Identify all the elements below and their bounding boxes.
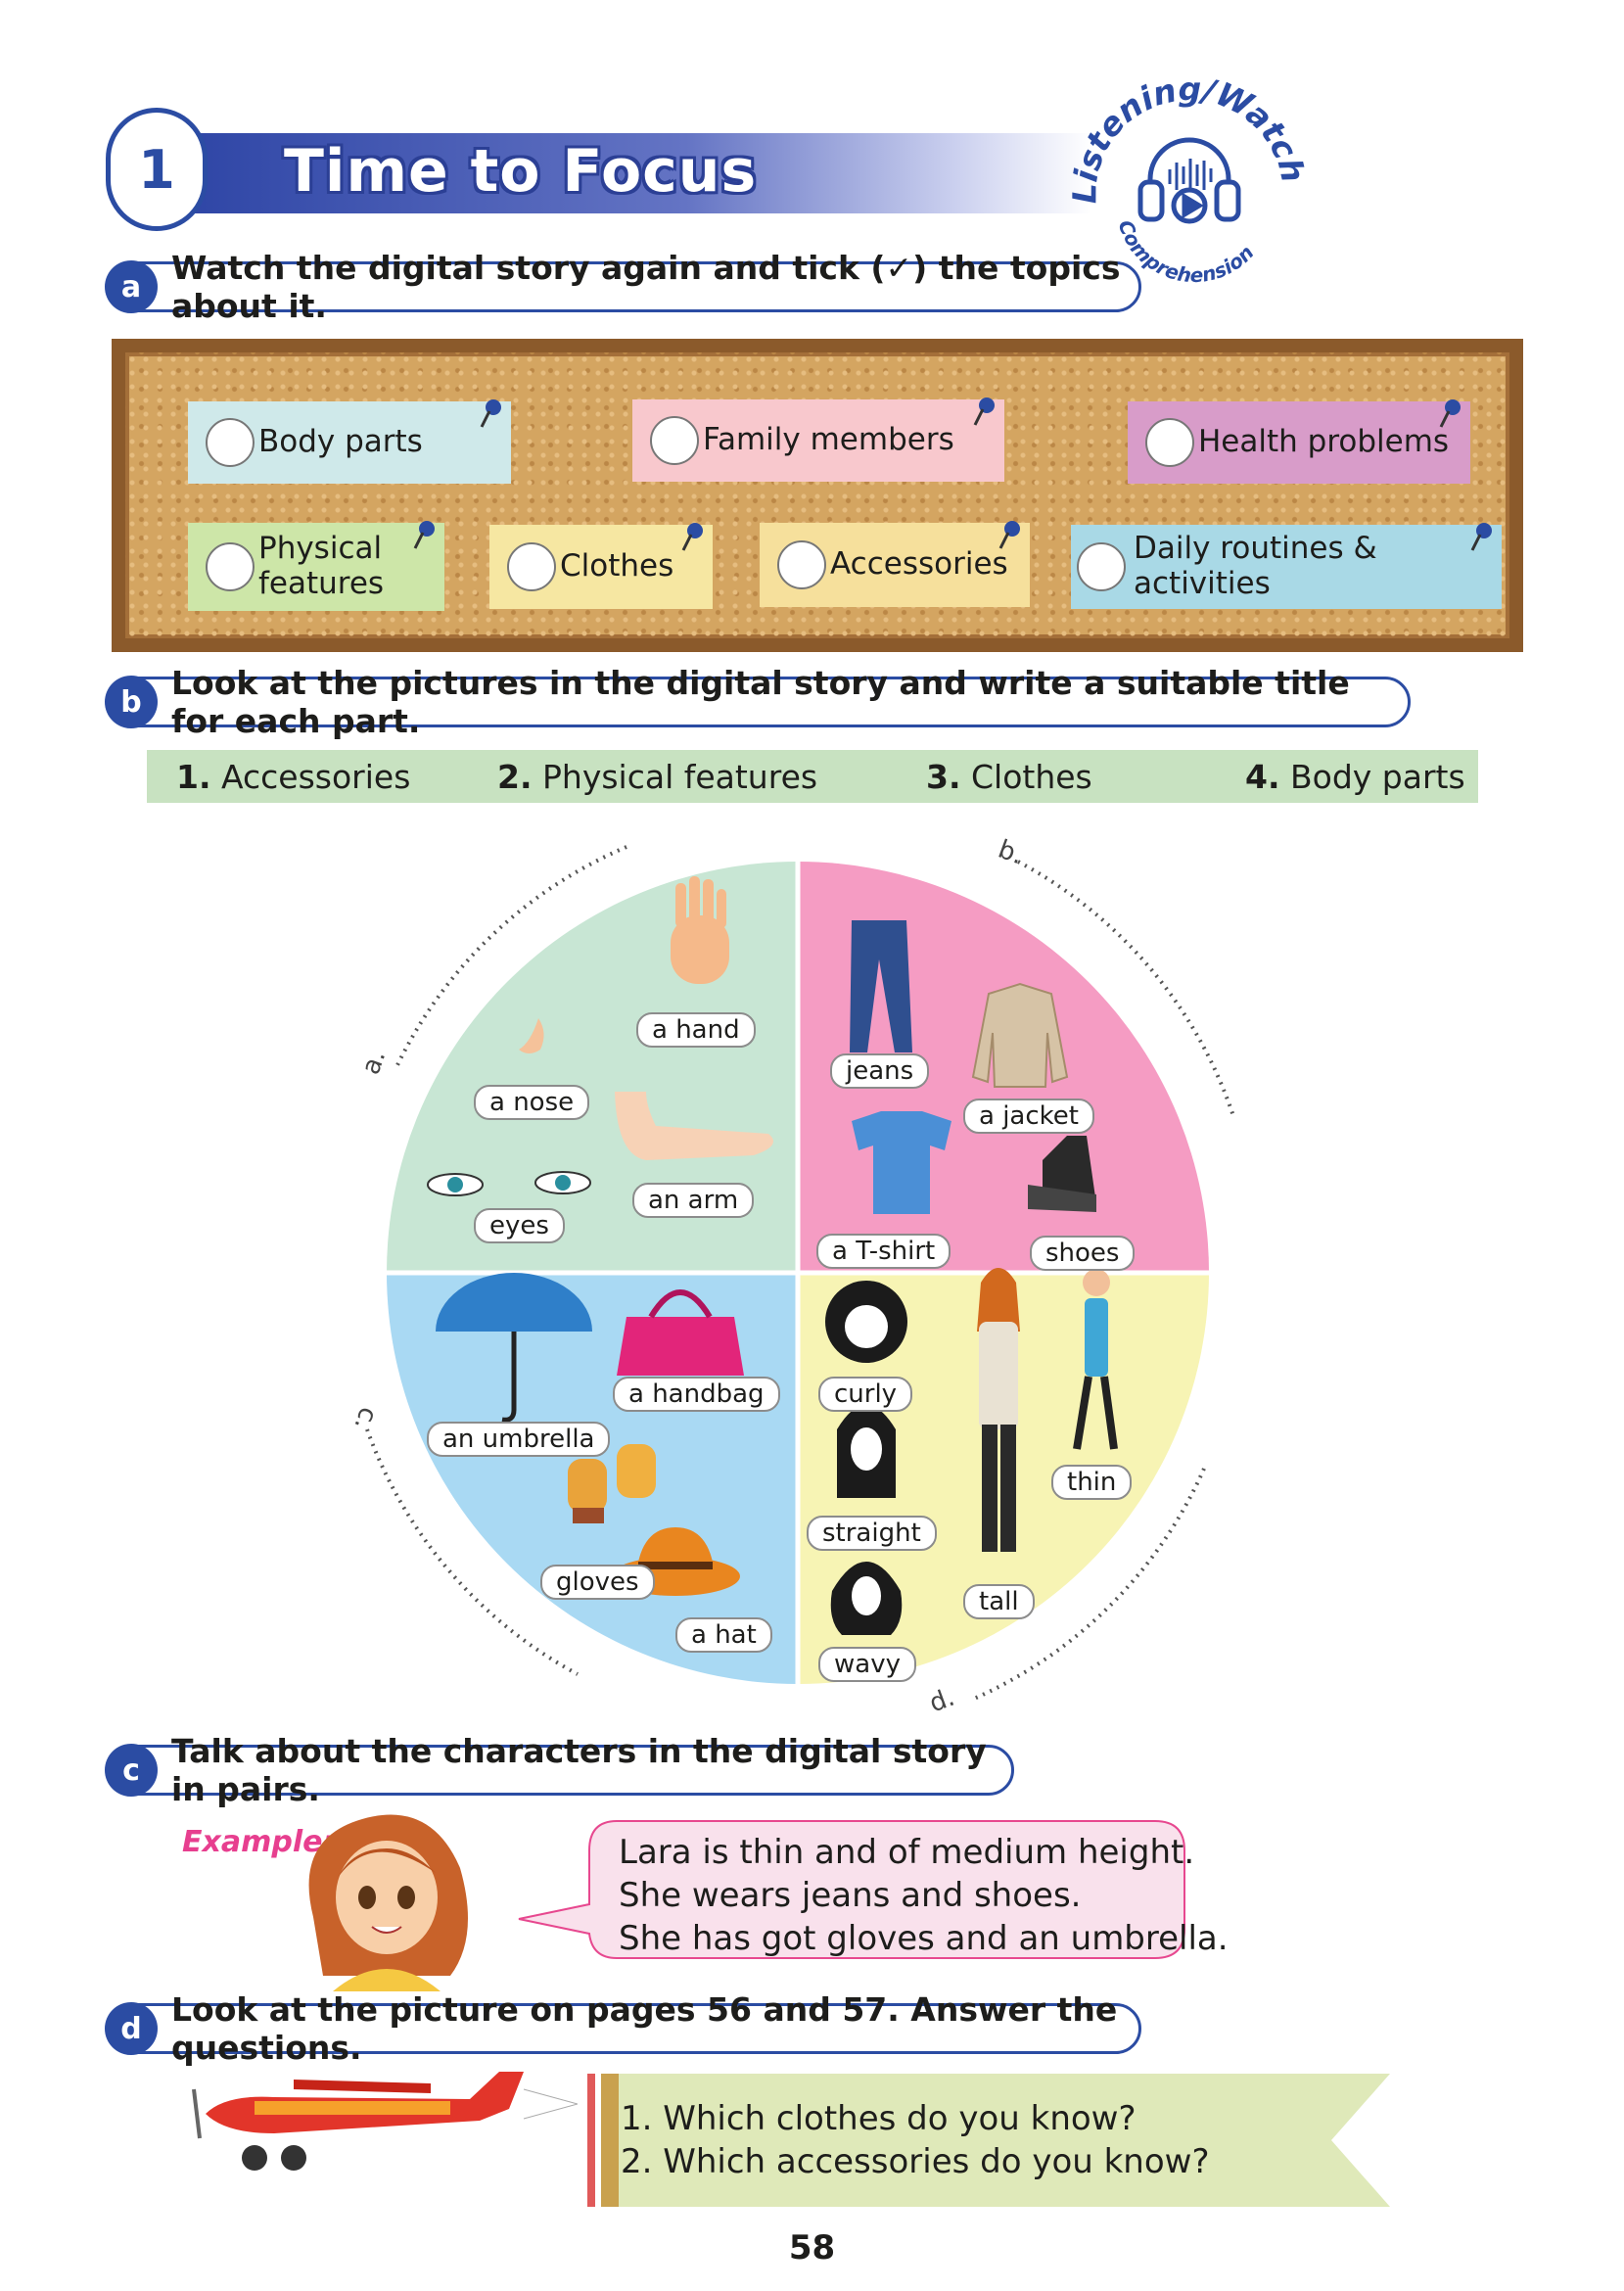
task-d-instruction: Look at the picture on pages 56 and 57. … [171, 1990, 1118, 2067]
label-an-arm: an arm [632, 1183, 755, 1218]
eyes-icon [427, 1171, 591, 1196]
task-c-instruction: Talk about the characters in the digital… [171, 1732, 987, 1808]
pushpin-icon [413, 521, 435, 549]
handbag-icon [617, 1289, 744, 1376]
topic-note-clothes[interactable]: Clothes [489, 523, 713, 609]
page-title: Time to Focus [284, 137, 758, 206]
topic-label: Health problems [1198, 424, 1450, 460]
vocabulary-circle [365, 845, 1235, 1701]
task-d-letter: d [105, 2002, 158, 2055]
label-eyes: eyes [474, 1208, 565, 1243]
tick-circle[interactable] [507, 542, 556, 591]
label-jeans: jeans [830, 1053, 930, 1089]
answer-2: 2. Physical features [497, 758, 818, 796]
topic-label: Physical features [258, 531, 385, 601]
answers-strip: 1. Accessories 2. Physical features 3. C… [147, 750, 1478, 803]
tshirt-icon [852, 1111, 951, 1214]
task-b-instruction: Look at the pictures in the digital stor… [171, 664, 1350, 740]
label-a-tshirt: a T-shirt [816, 1234, 951, 1269]
label-thin: thin [1051, 1465, 1133, 1500]
pushpin-icon [681, 523, 703, 551]
tick-circle[interactable] [1077, 542, 1126, 591]
task-a-letter: a [105, 260, 158, 313]
tick-circle[interactable] [206, 418, 255, 467]
unit-number: 1 [106, 108, 208, 231]
bubble-text: Lara is thin and of medium height. She w… [619, 1833, 1229, 1958]
straight-hair-icon [837, 1405, 896, 1498]
wavy-hair-icon [830, 1562, 903, 1635]
jacket-icon [971, 982, 1069, 1088]
topic-note-accessories[interactable]: Accessories [760, 521, 1030, 607]
answer-4: 4. Body parts [1245, 758, 1465, 796]
pushpin-icon [1439, 399, 1461, 428]
answer-3: 3. Clothes [926, 758, 1092, 796]
umbrella-icon [436, 1273, 592, 1423]
example-label: Example: [182, 1825, 335, 1859]
title-banner [191, 133, 1091, 213]
pushpin-icon [1470, 523, 1492, 551]
label-shoes: shoes [1030, 1236, 1136, 1271]
page-number: 58 [788, 2228, 836, 2268]
label-tall: tall [963, 1584, 1035, 1619]
task-a-instruction: Watch the digital story again and tick (… [171, 249, 1121, 325]
label-a-handbag: a handbag [613, 1377, 780, 1412]
hand-icon [671, 876, 729, 984]
task-b-bar: b Look at the pictures in the digital st… [105, 664, 1411, 740]
topic-note-physical-features[interactable]: Physical features [188, 521, 444, 611]
thin-woman-icon [1073, 1269, 1118, 1450]
task-a-bar: a Watch the digital story again and tick… [105, 249, 1141, 325]
label-a-nose: a nose [474, 1085, 590, 1120]
tick-circle[interactable] [777, 540, 826, 589]
label-a-hat: a hat [675, 1617, 772, 1653]
task-d-bar: d Look at the picture on pages 56 and 57… [105, 1990, 1141, 2067]
topic-label: Daily routines & activities [1134, 531, 1377, 601]
topic-note-daily-routines[interactable]: Daily routines & activities [1071, 523, 1502, 609]
label-wavy: wavy [818, 1647, 916, 1682]
topic-label: Accessories [830, 546, 1008, 583]
label-a-hand: a hand [636, 1012, 756, 1048]
task-c-letter: c [105, 1744, 158, 1797]
shoes-icon [1028, 1136, 1096, 1212]
jeans-icon [850, 920, 912, 1052]
task-b-letter: b [105, 676, 158, 728]
tick-circle[interactable] [206, 542, 255, 591]
tall-woman-icon [977, 1268, 1020, 1552]
nose-icon [519, 1018, 544, 1053]
gloves-icon [568, 1444, 656, 1523]
task-c-bar: c Talk about the characters in the digit… [105, 1732, 1014, 1808]
curly-hair-icon [825, 1281, 907, 1363]
label-curly: curly [818, 1377, 913, 1412]
label-gloves: gloves [540, 1565, 655, 1600]
speech-bubble [518, 1820, 1185, 1959]
topic-label: Body parts [258, 424, 423, 460]
lara-avatar [308, 1814, 468, 1991]
tick-circle[interactable] [1145, 418, 1194, 467]
headphones-icon [1137, 137, 1241, 224]
listening-badge: Listening/Watching Comprehension [1057, 57, 1313, 287]
topic-note-body-parts[interactable]: Body parts [188, 399, 511, 484]
answer-1: 1. Accessories [176, 758, 411, 796]
pushpin-icon [480, 399, 501, 428]
label-an-umbrella: an umbrella [427, 1422, 611, 1457]
label-straight: straight [807, 1516, 937, 1551]
questions: 1. Which clothes do you know? 2. Which a… [621, 2097, 1210, 2183]
topic-label: Family members [703, 422, 954, 458]
topic-note-health-problems[interactable]: Health problems [1128, 399, 1470, 484]
arm-icon [615, 1092, 773, 1160]
pushpin-icon [998, 521, 1020, 549]
tick-circle[interactable] [650, 416, 699, 465]
pushpin-icon [973, 397, 995, 426]
question-2: 2. Which accessories do you know? [621, 2142, 1210, 2181]
topic-note-family-members[interactable]: Family members [632, 397, 1004, 482]
question-banner [587, 2074, 1390, 2207]
question-1: 1. Which clothes do you know? [621, 2099, 1137, 2138]
cork-board: Body parts Family members Health problem… [112, 339, 1523, 652]
topic-label: Clothes [560, 548, 674, 584]
airplane-icon [192, 2072, 578, 2171]
label-a-jacket: a jacket [963, 1099, 1094, 1134]
